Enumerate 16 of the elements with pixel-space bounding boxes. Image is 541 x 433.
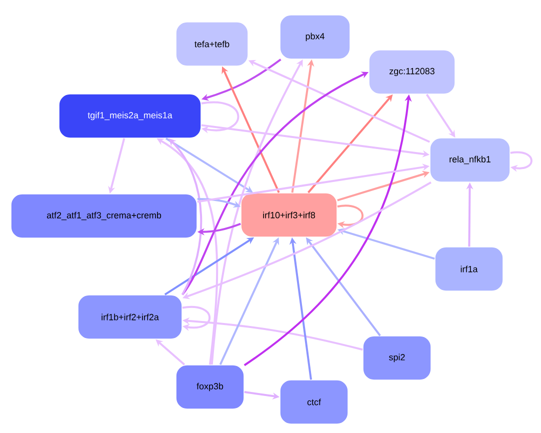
gene-box: zgc:112083 [368, 50, 456, 94]
gene-box: atf2_atf1_atf3_crema+cremb [10, 194, 198, 238]
gene-box: foxp3b [176, 364, 244, 410]
gene-box: ctcf [280, 380, 348, 424]
arrow [182, 306, 210, 331]
gene-box: tefa+tefb [176, 22, 248, 66]
gene-box: spi2 [362, 336, 432, 380]
gene-box: tgif1_meis2a_meis1a [58, 94, 202, 138]
gene-box: irf10+irf3+irf8 [240, 192, 338, 238]
gene-box: irf1a [434, 246, 504, 292]
arrow [337, 204, 364, 228]
arrow [510, 151, 532, 172]
gene-box: pbx4 [280, 14, 350, 60]
arrow [201, 101, 240, 134]
gene-box: rela_nfkb1 [430, 138, 510, 182]
gene-box: irf1b+irf2+irf2a [78, 294, 182, 340]
